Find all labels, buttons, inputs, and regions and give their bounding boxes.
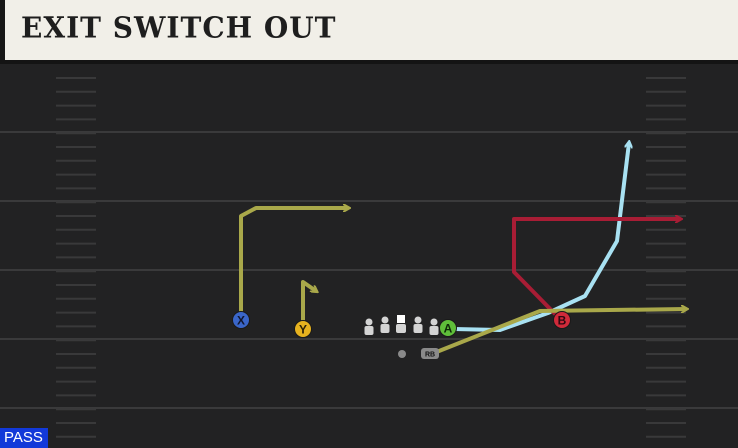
offensive-line: [364, 315, 439, 335]
svg-text:X: X: [237, 314, 245, 328]
play-type-badge: PASS: [0, 428, 48, 448]
yard-lines: [0, 131, 738, 409]
svg-text:Y: Y: [299, 323, 307, 337]
svg-text:RB: RB: [425, 352, 435, 359]
play-title: EXIT SWITCH OUT: [21, 10, 337, 45]
svg-text:B: B: [558, 314, 567, 328]
b-route: [512, 219, 680, 320]
title-bar: EXIT SWITCH OUT: [0, 0, 738, 60]
x-route: [239, 208, 348, 312]
y-receiver-icon[interactable]: Y: [294, 320, 312, 338]
y-route: [301, 280, 316, 321]
lineman-icon: [364, 318, 374, 335]
hash-marks: [56, 77, 686, 438]
lineman-icon: [380, 316, 390, 333]
svg-text:A: A: [444, 322, 453, 336]
b-receiver-icon[interactable]: B: [553, 311, 571, 329]
rb-route: [433, 309, 686, 355]
lineman-icon: [413, 316, 423, 333]
running-back-icon: RB: [421, 348, 439, 359]
field: [0, 60, 738, 448]
x-receiver-icon[interactable]: X: [232, 311, 250, 329]
a-receiver-icon[interactable]: A: [439, 319, 457, 337]
quarterback-icon: [398, 350, 406, 358]
center-icon: [396, 315, 406, 333]
lineman-icon: [429, 318, 439, 335]
play-diagram: RB X Y A B: [0, 77, 738, 438]
